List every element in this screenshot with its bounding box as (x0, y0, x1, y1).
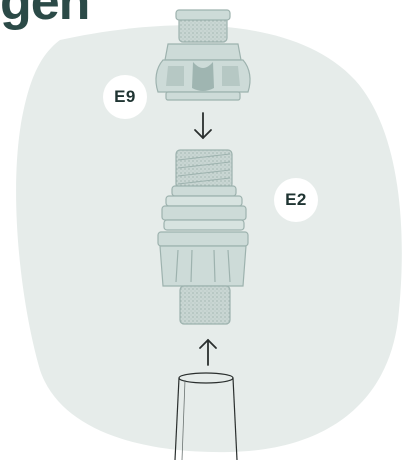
connector-nut (160, 246, 246, 286)
part-label-e2: E2 (274, 178, 318, 222)
connector-barrel (180, 286, 230, 324)
part-label-e9: E9 (103, 75, 147, 119)
connector-thread (176, 150, 232, 188)
faucet-adapter (156, 10, 250, 100)
